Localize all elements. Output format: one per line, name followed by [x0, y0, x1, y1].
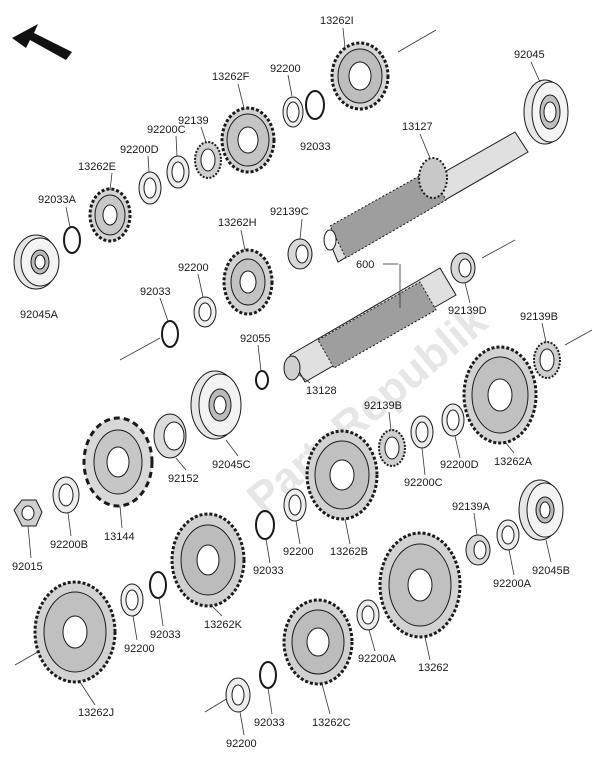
gear-13262F: [220, 106, 276, 174]
washer-92200-e: [225, 677, 251, 713]
o-ring-92055: [255, 370, 269, 390]
gear-13262J: [33, 580, 117, 684]
gear-13262E: [88, 187, 132, 243]
label-92139D: 92139D: [448, 305, 487, 317]
bearing-92045C: [190, 370, 242, 440]
label-92033-e: 92033: [254, 717, 285, 729]
label-92139B: 92139B: [520, 311, 558, 323]
label-92033: 92033: [300, 141, 331, 153]
label-92200D: 92200D: [120, 144, 159, 156]
washer-92200C-b: [410, 415, 434, 449]
label-600: 600: [356, 259, 374, 271]
label-92045: 92045: [514, 49, 545, 61]
label-92139C: 92139C: [270, 206, 309, 218]
leader-lines: [27, 27, 552, 736]
bearing-92045A: [13, 234, 60, 290]
label-13262C: 13262C: [312, 717, 351, 729]
circlip-92033-b: [161, 320, 179, 348]
collar-92152: [153, 413, 187, 459]
label-92033-d: 92033: [150, 629, 181, 641]
washer-92200-d: [120, 583, 144, 617]
label-92033-b: 92033: [140, 286, 171, 298]
label-13128: 13128: [306, 385, 337, 397]
gear-13262A: [462, 345, 538, 445]
bush-92139C: [287, 238, 313, 270]
label-13262I: 13262I: [320, 15, 354, 27]
bush-92139D: [450, 252, 476, 284]
label-92200-b: 92200: [178, 262, 209, 274]
label-92200C: 92200C: [147, 124, 186, 136]
washer-92200A-a: [496, 519, 520, 551]
label-92200-e: 92200: [226, 738, 257, 750]
needle-bearing-92139B-b: [378, 429, 406, 467]
washer-92200-a: [282, 96, 304, 128]
label-92015: 92015: [12, 561, 43, 573]
label-13262H: 13262H: [218, 217, 257, 229]
direction-arrow-icon: [12, 24, 72, 60]
gear-13262K: [170, 512, 246, 608]
label-92200B: 92200B: [50, 539, 88, 551]
label-92200-d: 92200: [124, 643, 155, 655]
bush-92139A: [465, 534, 491, 566]
nut-92015: [13, 499, 43, 527]
needle-bearing-92139: [194, 141, 222, 179]
washer-92200B: [52, 476, 80, 514]
washer-92200-c: [283, 488, 307, 522]
label-13262F: 13262F: [212, 71, 250, 83]
washer-92200A-b: [356, 599, 380, 631]
label-13144: 13144: [104, 531, 135, 543]
label-92139B-b: 92139B: [364, 400, 402, 412]
washer-92200D-b: [441, 403, 465, 437]
label-92200: 92200: [270, 63, 301, 75]
washer-92200-b: [193, 296, 217, 328]
gear-13262: [378, 531, 462, 639]
label-92200-c: 92200: [283, 546, 314, 558]
label-92045B: 92045B: [532, 565, 570, 577]
circlip-92033-d: [149, 571, 167, 599]
gear-13262B: [305, 429, 379, 521]
label-92152: 92152: [168, 473, 199, 485]
bearing-92045B: [518, 479, 564, 541]
label-13262B: 13262B: [330, 546, 368, 558]
part-labels: 13262I 92045 92200 13262F 92139 92200C 9…: [12, 15, 570, 750]
label-92033-c: 92033: [253, 565, 284, 577]
label-92139A: 92139A: [452, 501, 491, 513]
gear-13262I: [330, 41, 390, 111]
gear-13262C: [282, 598, 354, 686]
washer-92200D-a: [138, 171, 162, 205]
label-13262: 13262: [418, 662, 449, 674]
circlip-92033-e: [259, 661, 277, 689]
label-92200C-b: 92200C: [404, 477, 443, 489]
label-13262J: 13262J: [78, 707, 114, 719]
label-92045C: 92045C: [212, 459, 251, 471]
label-92139: 92139: [178, 115, 209, 127]
circlip-92033-c: [255, 510, 275, 540]
label-13262K: 13262K: [204, 619, 243, 631]
circlip-92033A: [63, 226, 81, 254]
label-13127: 13127: [402, 121, 433, 133]
label-13262A: 13262A: [494, 456, 533, 468]
label-92200D-b: 92200D: [440, 459, 479, 471]
label-92055: 92055: [240, 333, 271, 345]
sprocket-13144: [82, 416, 154, 508]
circlip-92033-a: [305, 90, 325, 120]
label-92200A-b: 92200A: [358, 653, 397, 665]
label-92045A: 92045A: [20, 309, 59, 321]
shaft-13127: [323, 131, 529, 263]
axis-lines: [14, 29, 593, 713]
bearing-92045: [523, 79, 569, 145]
needle-bearing-92139B-a: [533, 341, 561, 379]
washer-92200C-a: [166, 155, 190, 189]
label-92033A: 92033A: [38, 194, 77, 206]
gear-13262H: [222, 248, 274, 316]
label-92200A: 92200A: [493, 578, 532, 590]
label-13262E: 13262E: [78, 161, 116, 173]
shaft-13128: [283, 267, 457, 383]
